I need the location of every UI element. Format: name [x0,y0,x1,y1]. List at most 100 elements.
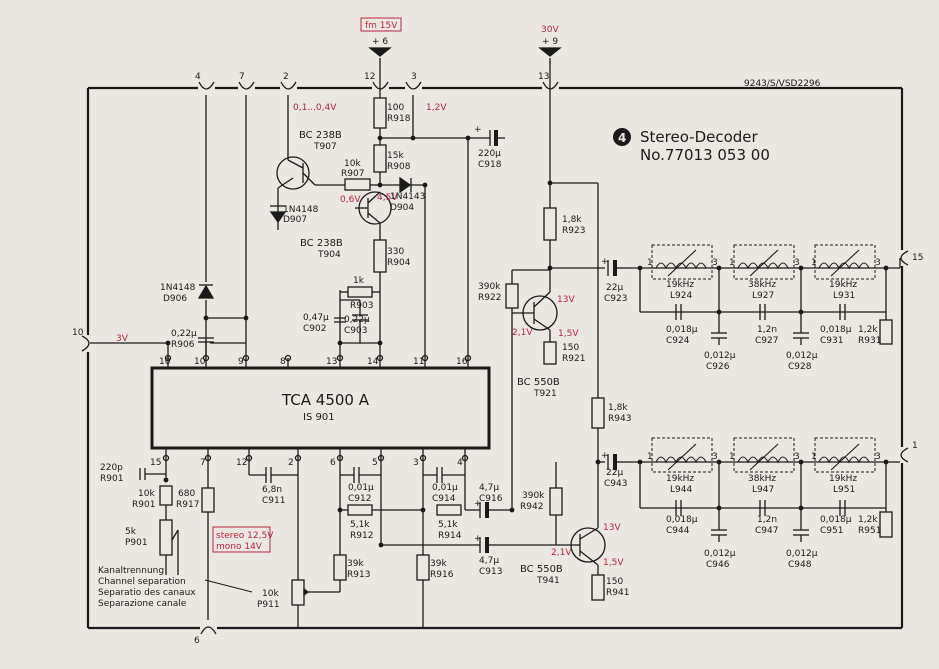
label-C911-val: 6,8n [262,485,282,495]
label-R907-ref: R907 [341,169,364,179]
ic-pin-top-1: 10 [159,357,171,367]
label-C924-ref: C924 [666,336,690,346]
resistor-R931 [879,319,893,345]
label-C913-val: 4,7µ [479,556,499,566]
polarity-mark: + [601,257,609,267]
supply-30v-label: 30V [541,25,559,35]
label-C903-val: 0,22µ [344,315,370,325]
label-C916-ref: C916 [479,494,503,504]
label-D904-type: 1N4143 [390,192,425,202]
label-R901b-ref: R901 [132,500,155,510]
resistor-R921 [543,341,557,365]
filter-pin-numbers: 1 3 1 3 1 3 1 3 1 3 1 3 + + + + + [474,125,881,544]
label-L947-val: 38kHz [748,474,776,484]
label-C951-val: 0,018µ [820,515,852,525]
label-R951-val: 1,2k [858,515,878,525]
pin-mark: 3 [794,258,800,268]
label-R943-ref: R943 [608,414,631,424]
pin-mark: 3 [712,452,718,462]
supply-arrows [360,17,562,57]
label-L924-ref: L924 [670,291,692,301]
label-R906-ref: R906 [171,340,195,350]
label-C918-ref: C918 [478,160,502,170]
polarity-mark: + [474,499,482,509]
voltage-t921-b: 2,1V [512,328,533,338]
label-R921-ref: R921 [562,354,585,364]
label-C948-ref: C948 [788,560,812,570]
label-R904-ref: R904 [387,258,411,268]
ic-pin-top-6: 14 [367,357,379,367]
section-title: Stereo-Decoder [640,128,759,146]
label-R914-val: 5,1k [438,520,458,530]
label-R942-ref: R942 [520,502,543,512]
resistor-R923 [543,207,557,241]
resistor-R918 [373,97,387,129]
label-R914-ref: R914 [438,531,462,541]
resistor-R912 [347,504,373,516]
ic-pin-bottom-8: 4 [457,458,463,468]
potentiometer-P901 [159,519,173,556]
polarity-mark: + [474,125,482,135]
label-C946-val: 0,012µ [704,549,736,559]
voltage-t941-e: 1,5V [603,558,624,568]
voltage-mono: mono 14V [216,542,263,552]
section-badge [613,128,631,146]
voltage-t921-e: 1,5V [558,329,579,339]
label-R912-val: 5,1k [350,520,370,530]
ic-pin-top-3: 9 [238,357,244,367]
resistor-R943 [591,397,605,429]
ic-pin-bottom-6: 5 [372,458,378,468]
label-C928-val: 0,012µ [786,351,818,361]
label-T921-ref: T921 [533,389,557,399]
voltage-t941-c: 13V [603,523,621,533]
label-T904-ref: T904 [317,250,341,260]
label-C912-val: 0,01µ [348,483,374,493]
label-R931-val: 1,2k [858,325,878,335]
separation-de: Kanaltrennung [98,566,164,576]
label-R931-ref: R931 [858,336,881,346]
label-P901-val: 5k [125,527,137,537]
label-T941-type: BC 550B [520,564,563,575]
label-C931-ref: C931 [820,336,843,346]
supply-30v-pin: + 9 [542,37,558,47]
label-T907-type: BC 238B [299,130,342,141]
label-D907-ref: D907 [283,215,307,225]
resistors [159,97,893,606]
label-R908-ref: R908 [387,162,411,172]
resistor-R901b [159,485,173,506]
label-R906-val: 0,22µ [171,329,197,339]
separation-note: Kanaltrennung Channel separation Separat… [98,566,253,609]
label-D906-type: 1N4148 [160,283,196,293]
label-R918-ref: R918 [387,114,411,124]
connector-6: 6 [194,636,200,646]
label-C916-val: 4,7µ [479,483,499,493]
label-C943-ref: C943 [604,479,627,489]
separation-it: Separazione canale [98,599,187,609]
connector-12: 12 [364,72,375,82]
ic-pin-top-8: 16 [456,357,468,367]
pin-mark: 3 [794,452,800,462]
voltage-stereo: stereo 12,5V [216,531,274,541]
label-L927-val: 38kHz [748,280,776,290]
ic-pin-bottom-5: 6 [330,458,336,468]
label-C912-ref: C912 [348,494,371,504]
separation-en: Channel separation [98,577,186,587]
label-C903-ref: C903 [344,326,367,336]
label-C926-val: 0,012µ [704,351,736,361]
label-C902-val: 0,47µ [303,313,329,323]
label-C947-ref: C947 [755,526,778,536]
label-R921-val: 150 [562,343,579,353]
ic-ref: IS 901 [303,412,335,423]
label-L944-ref: L944 [670,485,692,495]
label-C923-val: 22µ [606,283,623,293]
ic-pin-top-4: 8 [280,357,286,367]
label-C927-ref: C927 [755,336,778,346]
label-R922-ref: R922 [478,293,501,303]
diodes [197,176,412,299]
label-R923-ref: R923 [562,226,585,236]
label-R908-val: 15k [387,151,404,161]
label-L931-ref: L931 [833,291,855,301]
label-C946-ref: C946 [706,560,730,570]
label-P911-val: 10k [262,589,279,599]
